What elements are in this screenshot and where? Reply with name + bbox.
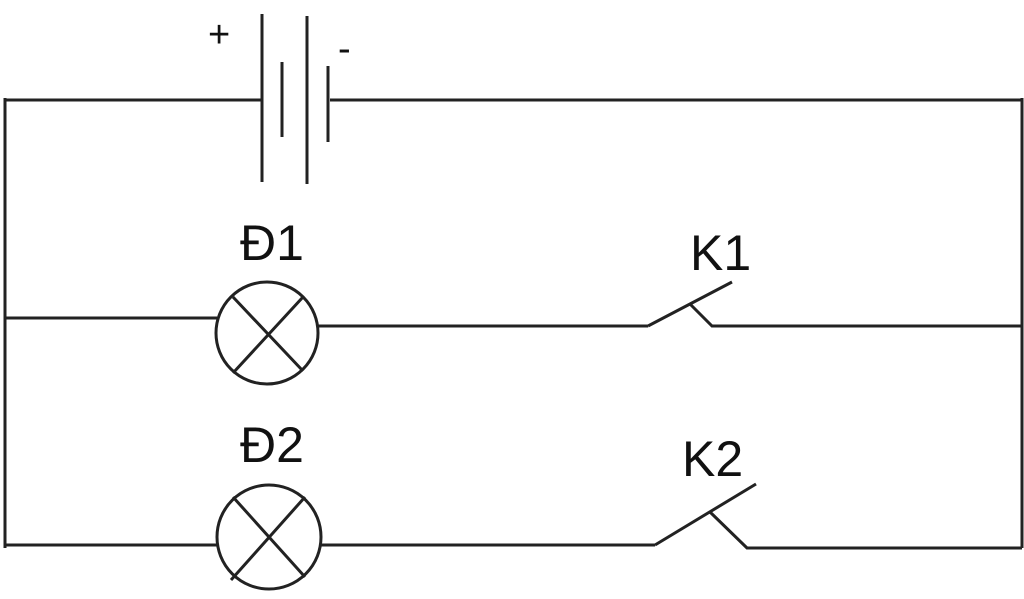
battery-minus-label: - (338, 28, 351, 70)
lamp-d1-cross-b (231, 295, 305, 375)
lamp-d2-circle (215, 483, 323, 591)
lamp-d1-circle (214, 280, 320, 386)
lamp-d2-label: Đ2 (240, 417, 304, 473)
battery-symbol (260, 14, 330, 184)
switch-k2-contact (708, 510, 1022, 550)
lamp-d2-cross-b (229, 496, 307, 581)
switch-k1-contact (688, 302, 1022, 328)
battery-plus-label: + (208, 14, 231, 56)
switch-k2-symbol (654, 482, 757, 547)
switch-k1-label: K1 (690, 225, 752, 281)
lamp-d2-symbol (215, 483, 323, 591)
switch-k2-label: K2 (682, 431, 744, 487)
lamp-d1-label: Đ1 (240, 215, 304, 271)
lamp-d1-symbol (214, 280, 320, 386)
